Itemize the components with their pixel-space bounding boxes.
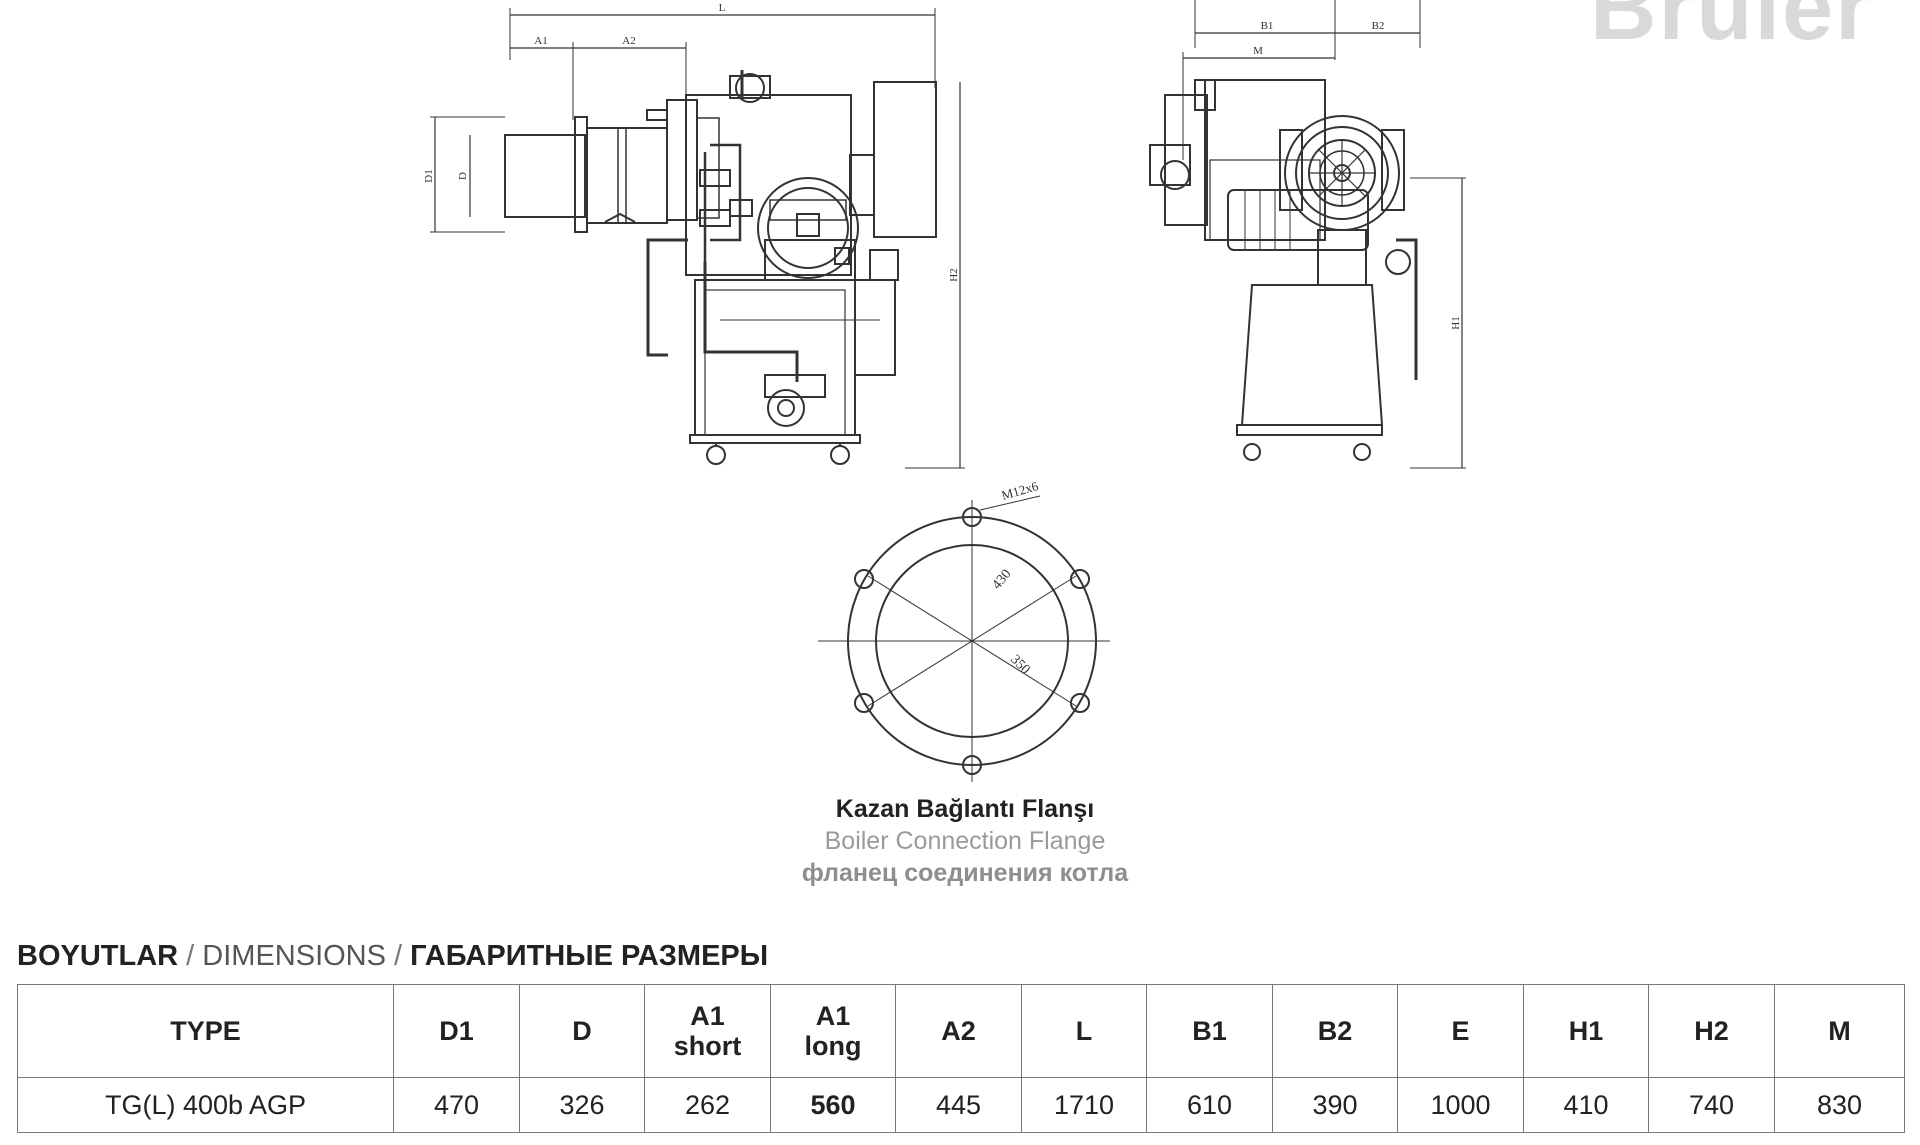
cell-h2: 740 [1648,1077,1775,1133]
boiler-flange-drawing: M12x6 430 350 [818,478,1110,782]
heading-tr: BOYUTLAR [17,940,179,972]
heading-sep-1: / [178,940,203,972]
flange-caption: Kazan Bağlantı Flanşı Boiler Connection … [660,793,1270,889]
dim-label-l: L [719,2,726,14]
side-view: L A1 A2 D1 D H2 [423,2,965,469]
header-a1-short-line1: A1 [690,1001,725,1031]
header-a1-long-line2: long [804,1031,862,1061]
cell-type: TG(L) 400b AGP [17,1077,394,1133]
cell-a1-long: 560 [770,1077,896,1133]
header-a2: A2 [895,984,1022,1078]
table-row: TG(L) 400b AGP 470 326 262 560 445 1710 … [17,1077,1905,1133]
inner-diameter-label: 350 [1007,652,1032,677]
dim-label-d1: D1 [423,169,435,182]
front-view: B1 B2 M H1 [1149,0,1466,469]
header-h1: H1 [1523,984,1649,1078]
header-type: TYPE [17,984,394,1078]
header-m: M [1774,984,1905,1078]
header-d: D [519,984,645,1078]
dimensions-heading: BOYUTLAR / DIMENSIONS / ГАБАРИТНЫЕ РАЗМЕ… [17,940,768,973]
dim-label-h2: H2 [948,268,960,281]
cell-a2: 445 [895,1077,1022,1133]
technical-drawing: L A1 A2 D1 D H2 [423,0,1466,782]
header-h2: H2 [1648,984,1775,1078]
heading-sep-2: / [385,940,411,972]
cell-b1: 610 [1146,1077,1273,1133]
heading-en: DIMENSIONS [202,940,386,972]
cell-l: 1710 [1021,1077,1147,1133]
cell-b2: 390 [1272,1077,1398,1133]
header-b2: B2 [1272,984,1398,1078]
heading-ru: ГАБАРИТНЫЕ РАЗМЕРЫ [410,940,769,972]
cell-d1: 470 [393,1077,520,1133]
brand-logo-text: Bruler [1590,0,1873,59]
bolt-label: M12x6 [1000,478,1041,503]
dim-label-a1: A1 [534,35,547,47]
header-e: E [1397,984,1524,1078]
header-b1: B1 [1146,984,1273,1078]
caption-tr: Kazan Bağlantı Flanşı [835,795,1095,823]
cell-m: 830 [1774,1077,1905,1133]
cell-e: 1000 [1397,1077,1524,1133]
header-l: L [1021,984,1147,1078]
dim-label-h1: H1 [1450,316,1462,329]
cell-a1-short: 262 [644,1077,771,1133]
dim-label-m: M [1253,45,1263,57]
header-d1: D1 [393,984,520,1078]
outer-diameter-label: 430 [990,567,1015,593]
header-a1-long-line1: A1 [815,1001,851,1031]
caption-ru: фланец соединения котла [801,859,1129,887]
cell-d: 326 [519,1077,645,1133]
dim-label-a2: A2 [622,35,635,47]
dim-label-d: D [457,172,469,180]
caption-en: Boiler Connection Flange [824,827,1106,855]
cell-h1: 410 [1523,1077,1649,1133]
header-a1-short-line2: short [673,1031,742,1061]
dim-label-b2: B2 [1372,20,1385,32]
dim-label-b1: B1 [1261,20,1274,32]
